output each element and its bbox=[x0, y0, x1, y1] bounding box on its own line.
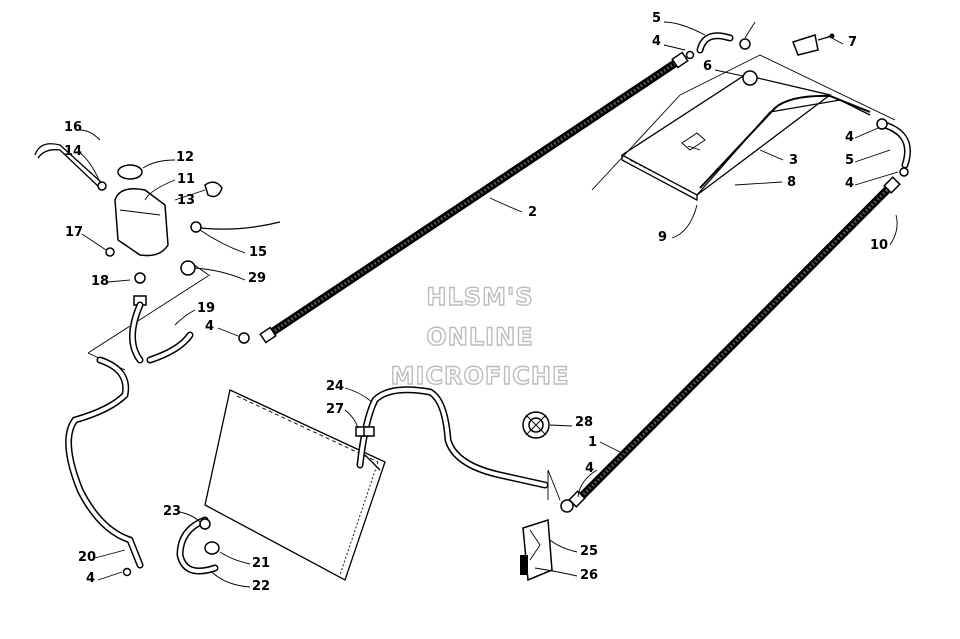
bracket-25-26 bbox=[520, 499, 574, 582]
tunnel-outline bbox=[87, 54, 896, 501]
callout-c-4a: 4 bbox=[652, 34, 661, 49]
callout-c-21: 21 bbox=[252, 556, 270, 571]
callout-c-12: 12 bbox=[176, 150, 194, 165]
callout-c-5b: 5 bbox=[845, 153, 854, 168]
callout-c-7: 7 bbox=[848, 35, 857, 50]
callout-c-8: 8 bbox=[787, 175, 796, 190]
callout-c-6: 6 bbox=[703, 59, 712, 74]
callout-c-22: 22 bbox=[252, 579, 270, 594]
callout-c-17: 17 bbox=[65, 225, 83, 240]
callout-c-1: 1 bbox=[588, 435, 597, 450]
callout-c-25: 25 bbox=[580, 544, 598, 559]
callout-c-3: 3 bbox=[789, 153, 798, 168]
callout-c-19: 19 bbox=[197, 301, 215, 316]
watermark: HLSM'S ONLINE MICROFICHE bbox=[390, 282, 570, 390]
hose-5-right bbox=[876, 118, 911, 177]
callout-c-11: 11 bbox=[177, 172, 195, 187]
callout-c-20: 20 bbox=[78, 550, 96, 565]
watermark-line-2: ONLINE bbox=[426, 323, 533, 351]
callout-c-4b: 4 bbox=[845, 130, 854, 145]
hose-5-upper bbox=[685, 32, 835, 86]
callout-c-27: 27 bbox=[326, 402, 344, 417]
callout-c-16: 16 bbox=[64, 120, 82, 135]
callout-c-26: 26 bbox=[580, 568, 598, 583]
hose-20 bbox=[65, 356, 144, 577]
watermark-line-3: MICROFICHE bbox=[391, 362, 570, 390]
rear-cooler-plate bbox=[620, 74, 871, 202]
callout-c-14: 14 bbox=[64, 144, 82, 159]
heat-exchanger-lower bbox=[568, 176, 901, 508]
callout-c-28: 28 bbox=[575, 415, 593, 430]
callout-c-4e: 4 bbox=[585, 461, 594, 476]
clamp-28 bbox=[522, 411, 550, 439]
heat-exchanger-upper bbox=[259, 51, 689, 344]
callout-c-24: 24 bbox=[326, 379, 344, 394]
callout-c-4d: 4 bbox=[205, 319, 214, 334]
leader-lines bbox=[79, 21, 899, 588]
callout-c-15: 15 bbox=[249, 245, 267, 260]
callout-c-2: 2 bbox=[528, 205, 537, 220]
callout-c-13: 13 bbox=[177, 193, 195, 208]
callout-c-10: 10 bbox=[870, 238, 888, 253]
watermark-line-1: HLSM'S bbox=[426, 283, 533, 311]
callout-c-18: 18 bbox=[91, 274, 109, 289]
hose-22 bbox=[176, 516, 220, 575]
coolant-bottle bbox=[34, 143, 281, 306]
callout-c-9: 9 bbox=[658, 230, 667, 245]
callout-c-5a: 5 bbox=[652, 11, 661, 26]
hose-19 bbox=[129, 301, 250, 364]
callout-c-4c: 4 bbox=[845, 176, 854, 191]
callout-c-29: 29 bbox=[248, 271, 266, 286]
hose-24 bbox=[355, 386, 549, 489]
callout-c-23: 23 bbox=[163, 504, 181, 519]
callout-c-4f: 4 bbox=[86, 571, 95, 586]
radiator bbox=[204, 389, 386, 581]
